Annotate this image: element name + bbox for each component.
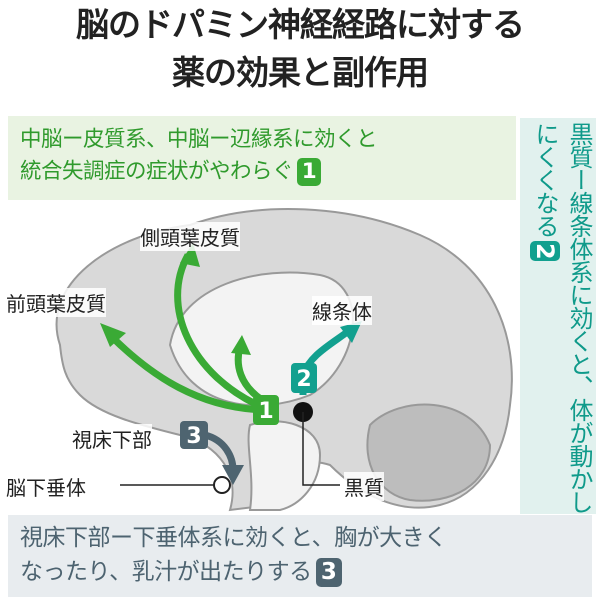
title-line-2: 薬の効果と副作用 xyxy=(172,53,429,92)
number-marker-1-text: 1 xyxy=(258,399,273,424)
pathway1-arrow-frontal xyxy=(107,332,271,414)
label-striatum: 線条体 xyxy=(312,296,372,325)
brain-diagram: 1 2 3 xyxy=(55,207,513,512)
pathway1-text: 統合失調症の症状がやわらぐ xyxy=(20,159,294,184)
pathway1-arrow-temporal xyxy=(174,253,264,411)
title-line-1: 脳のドパミン神経経路に対する xyxy=(76,5,525,44)
number-badge-1: 1 xyxy=(297,158,322,186)
number-marker-1 xyxy=(253,395,279,425)
number-marker-3-text: 3 xyxy=(186,424,201,449)
pathway1-line1: 中脳ー皮質系、中脳ー辺縁系に効くと xyxy=(20,127,378,152)
number-marker-2 xyxy=(291,363,317,393)
number-badge-2: 2 xyxy=(530,241,560,261)
number-badge-3: 3 xyxy=(315,558,342,587)
brainstem xyxy=(247,420,322,511)
pathway3-text: なったり、乳汁が出たりする xyxy=(20,559,312,585)
label-substantia-nigra: 黒質 xyxy=(344,472,384,501)
label-temporal-cortex: 側頭葉皮質 xyxy=(140,222,240,251)
pituitary-marker xyxy=(213,476,231,494)
pathway2-text: 黒質ー線条体系に効くと、体が動かしにくくなる xyxy=(531,122,593,513)
label-hypothalamus: 視床下部 xyxy=(72,424,152,453)
number-marker-2-text: 2 xyxy=(296,367,311,392)
pathway3-line1: 視床下部ー下垂体系に効くと、胸が大きく xyxy=(20,525,447,551)
label-frontal-cortex: 前頭葉皮質 xyxy=(6,288,106,317)
label-pituitary: 脳下垂体 xyxy=(6,472,86,501)
number-marker-3 xyxy=(180,421,208,449)
pathway2-box: 黒質ー線条体系に効くと、体が動かしにくくなる2 xyxy=(520,118,596,514)
